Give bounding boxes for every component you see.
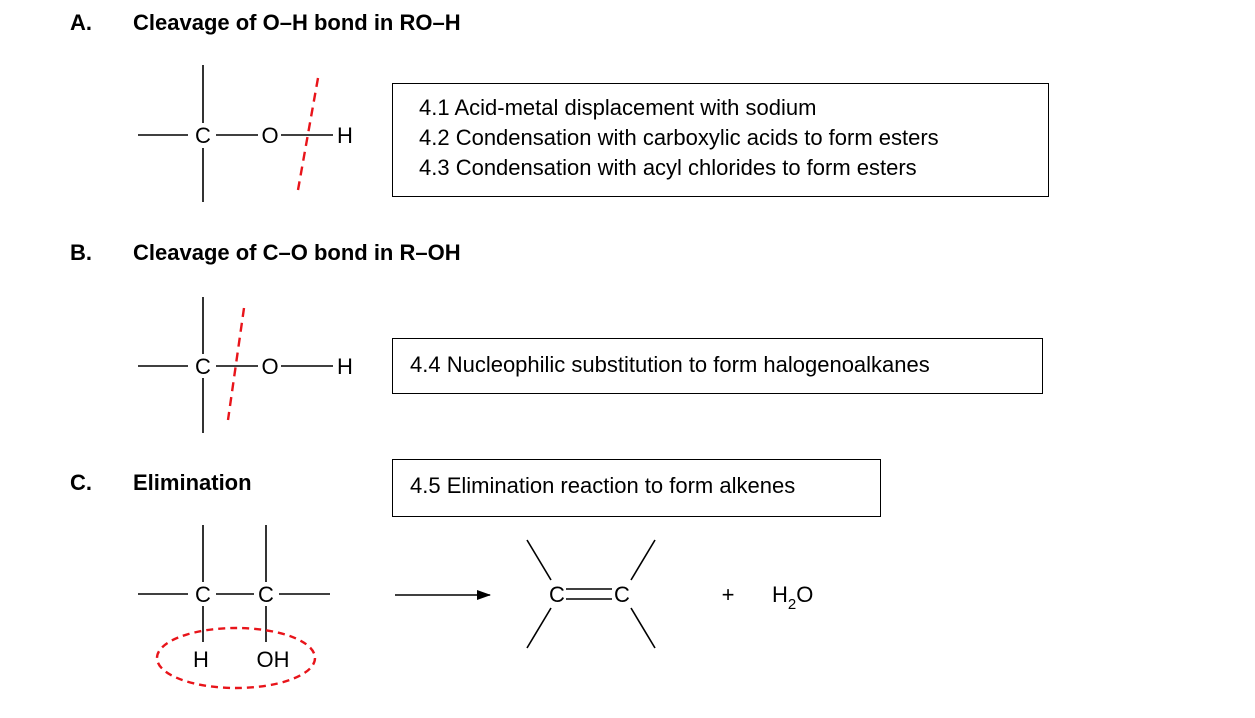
eliminated-groups-ring	[155, 626, 317, 690]
reaction-4-4: 4.4 Nucleophilic substitution to form ha…	[410, 352, 930, 377]
structure-c-reactant	[138, 525, 330, 690]
structure-c-product	[526, 539, 656, 649]
atom-c-hydrogen: H	[193, 647, 209, 672]
section-a-title: Cleavage of O–H bond in RO–H	[133, 10, 461, 35]
structure-b	[138, 297, 333, 433]
section-c-letter: C.	[70, 470, 92, 495]
atom-a-oxygen: O	[261, 123, 278, 148]
reaction-4-1: 4.1 Acid-metal displacement with sodium	[419, 95, 817, 120]
water-formula: H2O	[772, 582, 813, 613]
section-c-title: Elimination	[133, 470, 252, 495]
reaction-4-5: 4.5 Elimination reaction to form alkenes	[410, 473, 796, 498]
water-h: H	[772, 582, 788, 607]
structure-a	[138, 65, 333, 202]
atom-b-hydrogen: H	[337, 354, 353, 379]
cleavage-line-b	[226, 307, 246, 421]
reaction-box-a: 4.1 Acid-metal displacement with sodium …	[392, 83, 1049, 197]
section-b-title: Cleavage of C–O bond in R–OH	[133, 240, 461, 265]
section-a-letter: A.	[70, 10, 92, 35]
atom-a-hydrogen: H	[337, 123, 353, 148]
atom-c-hydroxyl: OH	[257, 647, 290, 672]
section-b-letter: B.	[70, 240, 92, 265]
plus-sign: +	[722, 582, 735, 607]
bond-alkene-ur	[630, 539, 656, 581]
atom-a-carbon: C	[195, 123, 211, 148]
atom-c1-carbon: C	[195, 582, 211, 607]
atom-alkene-carbon-1: C	[549, 582, 565, 607]
bond-alkene-lr	[630, 607, 656, 649]
bond-alkene-ul	[526, 539, 552, 581]
reaction-box-b: 4.4 Nucleophilic substitution to form ha…	[392, 338, 1043, 394]
cleavage-line-a	[296, 77, 320, 191]
reaction-box-c: 4.5 Elimination reaction to form alkenes	[392, 459, 881, 517]
water-o: O	[796, 582, 813, 607]
water-subscript: 2	[788, 596, 796, 613]
reaction-4-3: 4.3 Condensation with acyl chlorides to …	[419, 155, 917, 180]
atom-b-oxygen: O	[261, 354, 278, 379]
bond-alkene-ll	[526, 607, 552, 649]
reaction-4-2: 4.2 Condensation with carboxylic acids t…	[419, 125, 939, 150]
atom-b-carbon: C	[195, 354, 211, 379]
atom-alkene-carbon-2: C	[614, 582, 630, 607]
atom-c2-carbon: C	[258, 582, 274, 607]
